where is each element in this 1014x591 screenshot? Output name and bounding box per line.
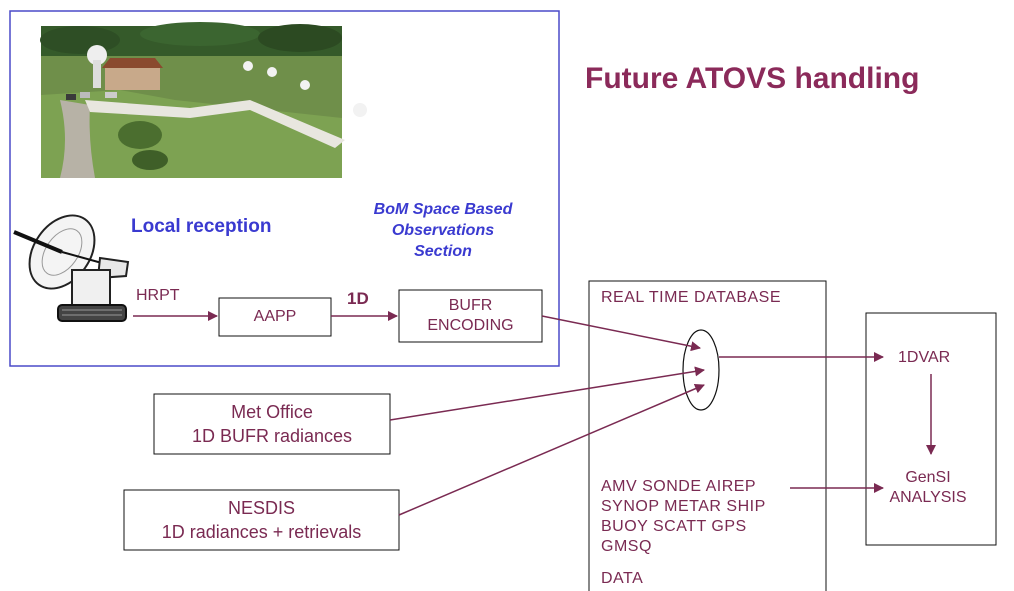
met-office-box <box>153 393 391 455</box>
bufr-encoding-label: BUFR ENCODING <box>399 296 542 336</box>
database-observation-line: AMV SONDE AIREP <box>601 478 757 495</box>
arrow-nesdis-to-database <box>398 383 705 516</box>
one-d-label: 1D <box>347 289 369 308</box>
met-office-line: Met Office <box>231 402 313 422</box>
database-observation-line: BUOY SCATT GPS <box>601 518 747 535</box>
bom-section-line: Observations <box>391 222 495 239</box>
analysis-box <box>865 312 997 546</box>
satellite-dish-icon <box>13 214 130 322</box>
aapp-box <box>218 297 332 337</box>
bufr-encoding-line: BUFR <box>448 297 493 314</box>
met-office-label: Met Office 1D BUFR radiances <box>154 400 390 448</box>
arrow-bufr-to-database <box>541 315 701 352</box>
real-time-database-box <box>588 280 827 591</box>
aapp-label: AAPP <box>253 308 297 325</box>
onedvar-label: 1DVAR <box>898 349 951 366</box>
data-label: DATA <box>601 570 644 587</box>
hrpt-label: HRPT <box>136 287 180 304</box>
nesdis-box <box>123 489 400 551</box>
page-title: Future ATOVS handling <box>585 62 920 95</box>
database-observation-line: GMSQ <box>601 538 652 555</box>
local-reception-frame <box>9 10 560 367</box>
met-office-line: 1D BUFR radiances <box>191 426 353 446</box>
real-time-database-label: REAL TIME DATABASE <box>601 289 782 306</box>
nesdis-label: NESDIS 1D radiances + retrievals <box>124 496 399 544</box>
ground-station-aerial-photo <box>40 22 367 178</box>
database-input-oval <box>682 329 720 411</box>
bom-section-label: BoM Space Based Observations Section <box>343 199 543 262</box>
database-observations-list: AMV SONDE AIREP SYNOP METAR SHIP BUOY SC… <box>601 477 766 557</box>
nesdis-line: 1D radiances + retrievals <box>161 522 362 542</box>
nesdis-line: NESDIS <box>227 498 296 518</box>
gensi-line: ANALYSIS <box>889 489 967 506</box>
arrow-met-office-to-database <box>389 366 705 421</box>
bom-section-line: Section <box>414 243 472 260</box>
bufr-encoding-line: ENCODING <box>427 317 514 334</box>
gensi-analysis-label: GenSI ANALYSIS <box>868 468 988 508</box>
database-observation-line: SYNOP METAR SHIP <box>601 498 766 515</box>
bom-section-line: BoM Space Based <box>373 201 513 218</box>
local-reception-label: Local reception <box>131 216 272 237</box>
gensi-line: GenSI <box>905 469 951 486</box>
